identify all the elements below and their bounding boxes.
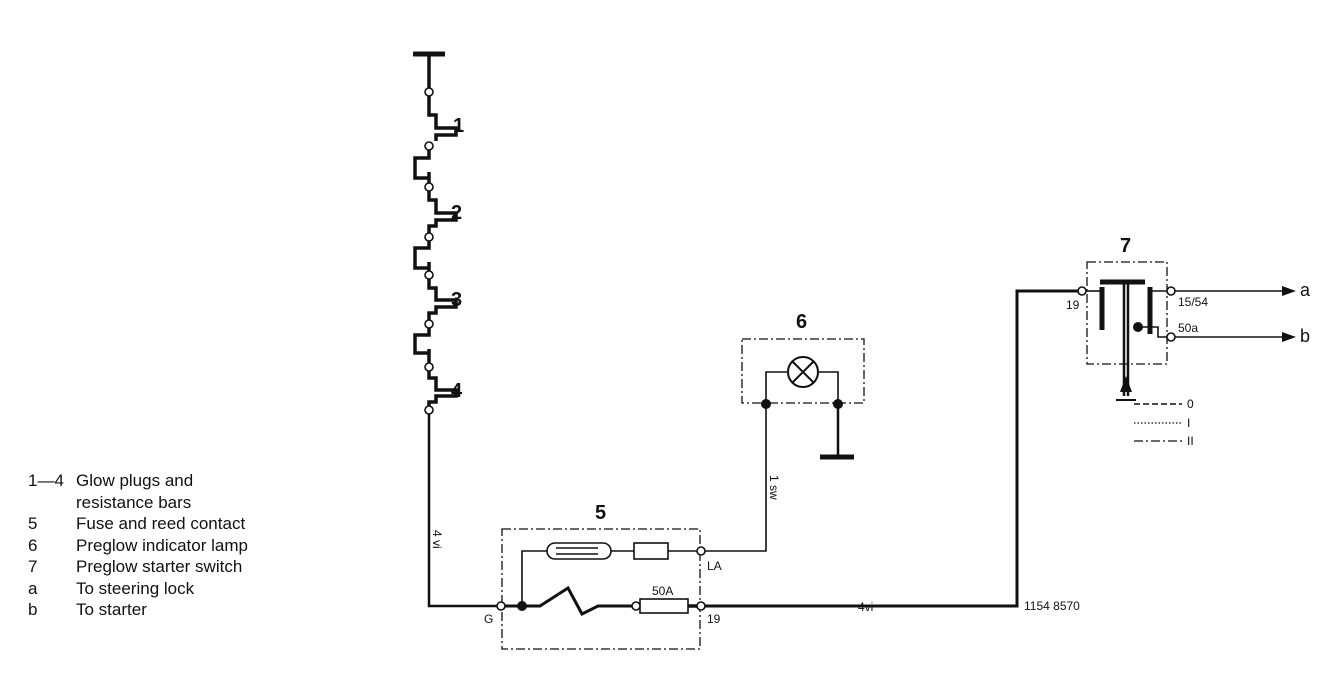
legend-row: 7 Preglow starter switch [28, 556, 248, 578]
lamp-terminal-dot [761, 399, 771, 409]
switch-terminal-15-54-label: 15/54 [1178, 295, 1208, 309]
switch-rocker-stem [1122, 282, 1130, 396]
legend-text: resistance bars [76, 492, 192, 512]
lamp-wiring [765, 371, 839, 404]
preglow-indicator-lamp: 6 [741, 311, 865, 460]
terminal-19-label: 19 [707, 612, 721, 626]
legend-text: Preglow starter switch [76, 557, 243, 576]
glow-plug-node [424, 87, 434, 97]
output-arrow-a [1282, 286, 1296, 296]
fuse-50a [639, 598, 689, 614]
output-label-a: a [1300, 280, 1311, 300]
legend-key [28, 492, 76, 514]
terminal-g-node [496, 601, 506, 611]
switch-out-wiring [1142, 290, 1167, 338]
position-label-0: 0 [1187, 397, 1194, 411]
glow-plug-node [424, 141, 434, 151]
legend-key: 6 [28, 535, 38, 555]
switch-terminal-19-label: 19 [1066, 298, 1080, 312]
legend-row: resistance bars [28, 492, 248, 514]
glow-plug-node [424, 405, 434, 415]
glow-plug-chain: 1 2 3 4 [413, 51, 464, 415]
glow-plug-node [424, 232, 434, 242]
position-label-1: I [1187, 416, 1190, 430]
legend-row: a To steering lock [28, 578, 248, 600]
lamp-number: 6 [796, 311, 807, 333]
legend-key: 7 [28, 557, 38, 576]
legend-key: b [28, 600, 38, 619]
legend-text: To starter [76, 600, 147, 619]
glow-plug-node [424, 319, 434, 329]
fuse-rating-label: 50A [652, 584, 673, 598]
glow-plug-label-4: 4 [451, 380, 463, 402]
switch-terminal-19-node [1077, 286, 1087, 296]
legend: 1—4 Glow plugs and resistance bars 5 Fuse … [28, 470, 248, 621]
glow-plug-node [424, 182, 434, 192]
wire-label-glow: 4 vi [430, 530, 444, 549]
legend-row: 6 Preglow indicator lamp [28, 535, 248, 557]
lamp-cross [791, 360, 815, 384]
fuse-node-left [631, 601, 641, 611]
legend-text: Preglow indicator lamp [76, 535, 248, 555]
glow-plug-zigzag [413, 170, 429, 355]
wire-main [705, 289, 1078, 608]
switch-number: 7 [1120, 235, 1131, 257]
legend-row: 5 Fuse and reed contact [28, 513, 248, 535]
switch-arrow [1120, 376, 1132, 392]
legend-text: To steering lock [76, 578, 195, 598]
fuse-reed-contact: 5 LA 50A G 19 [484, 502, 722, 650]
reed-resistor [633, 542, 669, 560]
reed-wiring [521, 550, 697, 606]
glow-plug-node [424, 270, 434, 280]
reed-contact-capsule [546, 542, 612, 560]
terminal-19-node [696, 601, 706, 611]
glow-plug-label-3: 3 [451, 289, 462, 311]
terminal-la-node [696, 546, 706, 556]
fuse-reed-box [501, 528, 701, 650]
heating-coil [505, 585, 632, 616]
wire-glow-to-fuse [427, 414, 497, 608]
legend-text: Fuse and reed contact [76, 514, 246, 533]
legend-row: b To starter [28, 599, 248, 621]
glow-plug-label-1: 1 [453, 115, 464, 137]
fuse-reed-number: 5 [595, 502, 606, 524]
glow-plug-label-2: 2 [451, 202, 462, 224]
glow-plug-node [424, 362, 434, 372]
legend-key: 1—4 [28, 471, 64, 490]
switch-terminal-15-54-node [1166, 286, 1176, 296]
position-label-2: II [1187, 434, 1194, 448]
terminal-la-label: LA [707, 559, 722, 573]
lamp-box [741, 338, 865, 404]
part-number: 1154 8570 [1024, 599, 1080, 613]
terminal-g-label: G [484, 612, 493, 626]
output-label-b: b [1300, 326, 1310, 346]
reed-contact-inner [556, 547, 598, 555]
legend-key: 5 [28, 514, 38, 533]
wire-la-to-lamp [705, 404, 767, 552]
switch-contact-dot [1133, 322, 1143, 332]
legend-row: 1—4 Glow plugs and [28, 470, 248, 492]
preglow-starter-switch: 7 19 15/54 50a a b 0 I II [1066, 235, 1311, 448]
switch-terminal-50a-node [1166, 332, 1176, 342]
switch-terminal-50a-label: 50a [1178, 321, 1198, 335]
wire-label-lamp: 1 sw [767, 475, 781, 500]
legend-text: Glow plugs and [76, 471, 194, 490]
wire-label-main: 4vi [858, 600, 873, 614]
output-arrow-b [1282, 332, 1296, 342]
legend-key: a [28, 578, 38, 598]
